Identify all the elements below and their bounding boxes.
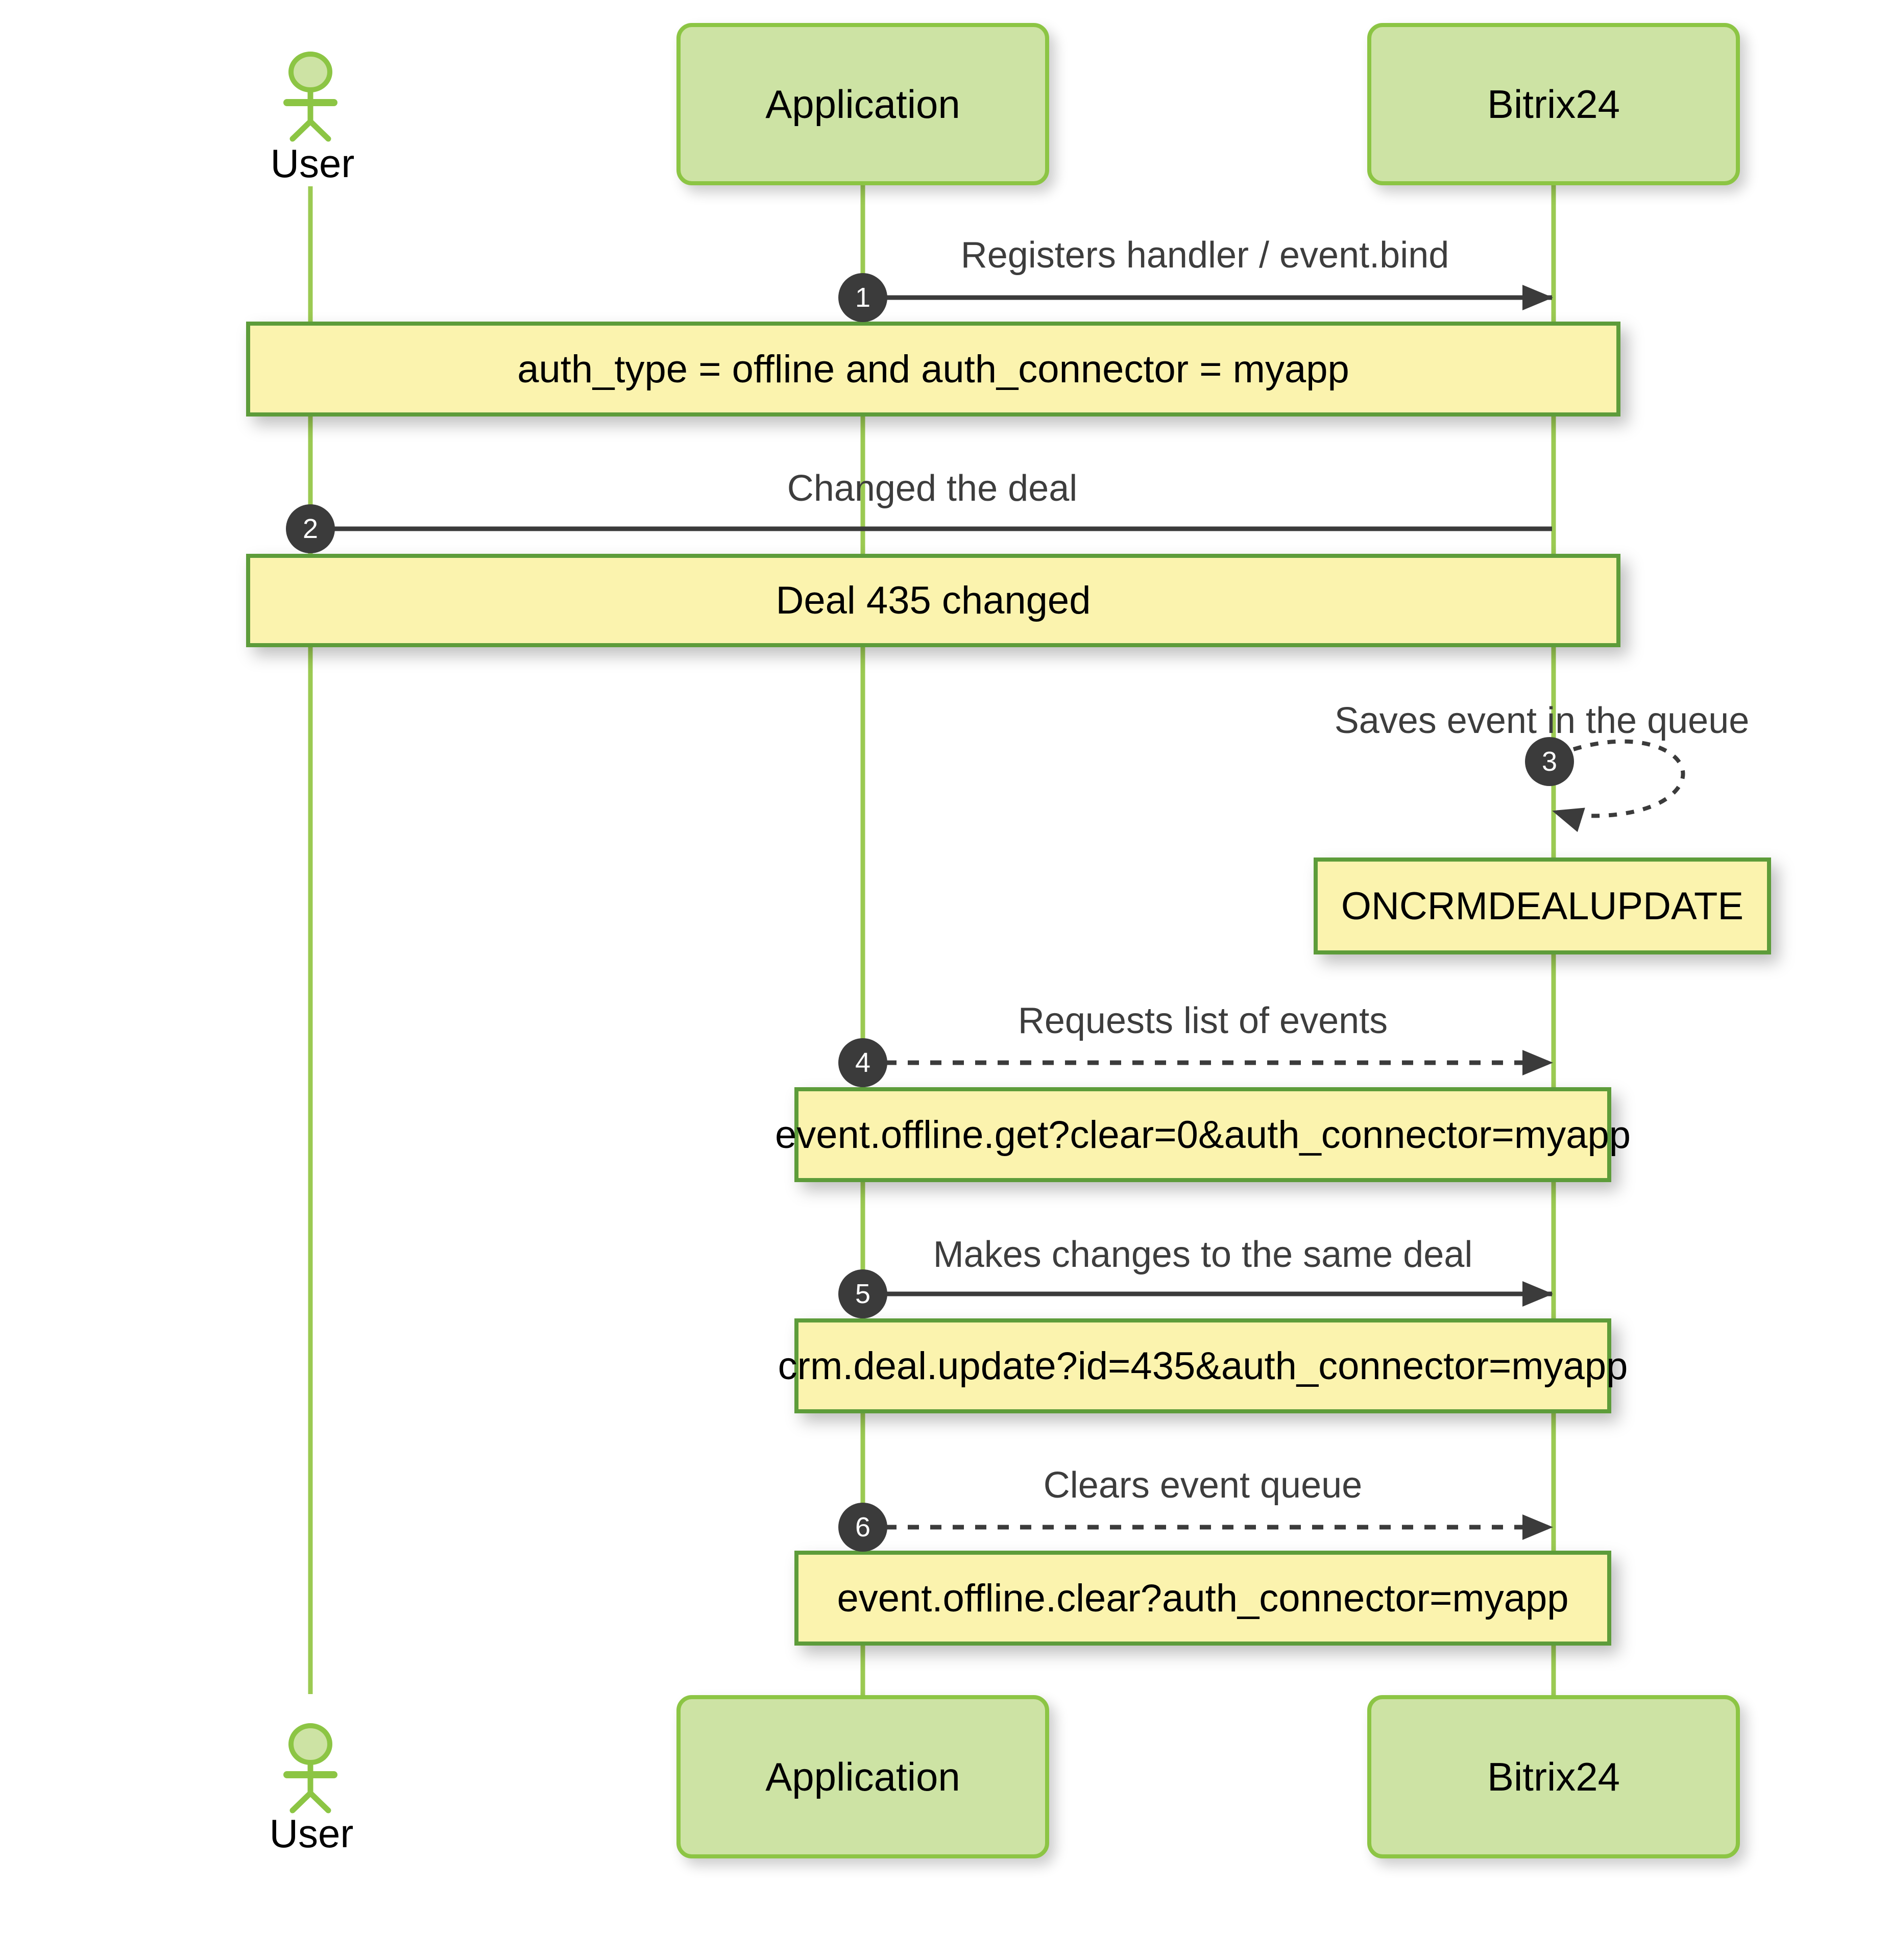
user-actor-icon [283, 52, 337, 142]
step-6-badge: 6 [838, 1503, 887, 1552]
step-5-badge: 5 [838, 1269, 887, 1318]
message-1-label: Registers handler / event.bind [960, 235, 1449, 276]
user-actor-label-top: User [270, 141, 355, 186]
participant-bitrix24-label: Bitrix24 [1487, 1754, 1620, 1799]
note-auth-type: auth_type = offline and auth_connector =… [246, 322, 1620, 416]
message-5-label: Makes changes to the same deal [933, 1234, 1473, 1275]
message-3-label: Saves event in the queue [1334, 700, 1750, 741]
participant-application-label: Application [765, 1754, 960, 1799]
participant-bitrix24-bottom: Bitrix24 [1367, 1695, 1740, 1858]
step-1-badge: 1 [838, 273, 887, 322]
note-event-offline-clear: event.offline.clear?auth_connector=myapp [794, 1551, 1611, 1646]
participant-application-bottom: Application [676, 1695, 1049, 1858]
message-6-label: Clears event queue [1043, 1465, 1363, 1506]
message-3-self-loop [1552, 739, 1685, 832]
user-actor-icon-bottom [283, 1723, 337, 1814]
user-actor-label-bottom: User [269, 1811, 354, 1856]
note-oncrmdealupdate: ONCRMDEALUPDATE [1314, 857, 1771, 954]
note-event-offline-get: event.offline.get?clear=0&auth_connector… [775, 1087, 1631, 1182]
step-4-badge: 4 [838, 1038, 887, 1087]
message-4-label: Requests list of events [1018, 1000, 1388, 1041]
participant-bitrix24-label: Bitrix24 [1487, 81, 1620, 127]
participant-application-top: Application [676, 23, 1049, 185]
message-2-label: Changed the deal [787, 468, 1078, 509]
note-deal-changed: Deal 435 changed [246, 554, 1620, 647]
step-3-badge: 3 [1525, 737, 1574, 786]
note-crm-deal-update: crm.deal.update?id=435&auth_connector=my… [778, 1318, 1628, 1413]
participant-bitrix24-top: Bitrix24 [1367, 23, 1740, 185]
step-2-badge: 2 [286, 504, 335, 553]
participant-application-label: Application [765, 81, 960, 127]
